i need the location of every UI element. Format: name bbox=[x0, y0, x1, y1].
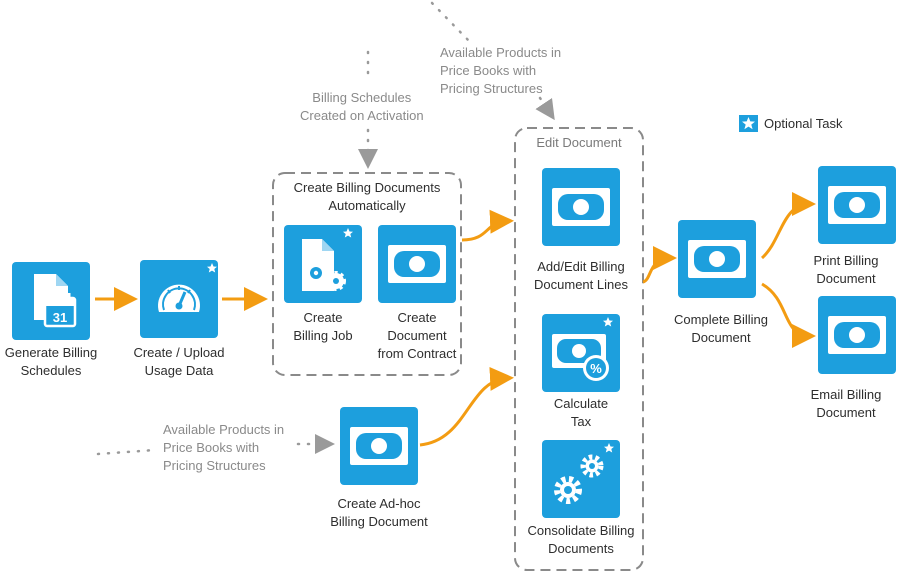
create-adhoc-label: Create Ad-hoc Billing Document bbox=[309, 495, 449, 531]
optional-star-icon bbox=[207, 263, 217, 273]
dotted-top-to-edit-lower bbox=[535, 96, 555, 121]
svg-text:%: % bbox=[590, 361, 602, 376]
calendar-document-icon: 31 bbox=[34, 274, 77, 328]
legend-label: Optional Task bbox=[764, 116, 843, 131]
svg-text:31: 31 bbox=[53, 310, 67, 325]
create-adhoc-line2: Billing Document bbox=[330, 514, 428, 529]
optional-star-icon bbox=[343, 228, 353, 238]
group-auto-title: Create Billing Documents Automatically bbox=[279, 179, 455, 215]
calculate-tax-label: Calculate Tax bbox=[516, 395, 646, 431]
add-edit-lines-label: Add/Edit Billing Document Lines bbox=[516, 258, 646, 294]
create-billing-job-tile[interactable] bbox=[284, 225, 362, 303]
note-bottom-line2: Price Books with bbox=[163, 440, 260, 455]
money-bill-icon bbox=[828, 316, 886, 354]
note-top-line3: Pricing Structures bbox=[440, 81, 543, 96]
gears-icon bbox=[554, 443, 614, 504]
create-adhoc-line1: Create Ad-hoc bbox=[337, 496, 421, 511]
money-bill-icon bbox=[552, 188, 610, 226]
legend-star-icon bbox=[739, 115, 758, 132]
complete-line2: Document bbox=[691, 330, 751, 345]
consolidate-tile[interactable] bbox=[542, 440, 620, 518]
note-top-line1: Available Products in bbox=[440, 45, 562, 60]
add-edit-lines-line2: Document Lines bbox=[534, 277, 628, 292]
money-bill-icon bbox=[828, 186, 886, 224]
note-bottom-products: Available Products in Price Books with P… bbox=[163, 421, 284, 475]
generate-schedules-line1: Generate Billing bbox=[4, 345, 98, 360]
note-schedules-line1: Billing Schedules bbox=[312, 90, 412, 105]
consolidate-label: Consolidate Billing Documents bbox=[511, 522, 651, 558]
note-schedules-line2: Created on Activation bbox=[300, 108, 424, 123]
email-line1: Email Billing bbox=[810, 387, 882, 402]
note-top-line2: Price Books with bbox=[440, 63, 537, 78]
print-tile[interactable] bbox=[818, 166, 896, 244]
money-bill-icon bbox=[688, 240, 746, 278]
calculate-tax-line1: Calculate bbox=[553, 396, 609, 411]
upload-usage-tile[interactable] bbox=[140, 260, 218, 338]
arrow-adhoc-to-edit bbox=[419, 366, 514, 447]
print-label: Print Billing Document bbox=[796, 252, 896, 288]
group-auto-title-line1: Create Billing Documents bbox=[293, 180, 441, 195]
upload-usage-line2: Usage Data bbox=[144, 363, 214, 378]
generate-schedules-tile[interactable]: 31 bbox=[12, 262, 90, 340]
email-line2: Document bbox=[816, 405, 876, 420]
calculate-tax-line2: Tax bbox=[570, 414, 592, 429]
group-edit-title: Edit Document bbox=[536, 135, 622, 150]
calculate-tax-tile[interactable]: % bbox=[542, 314, 620, 392]
document-gears-icon bbox=[302, 228, 353, 291]
create-billing-job-line1: Create bbox=[303, 310, 343, 325]
group-edit-box bbox=[514, 127, 644, 571]
upload-usage-line1: Create / Upload bbox=[133, 345, 225, 360]
optional-star-icon bbox=[603, 317, 613, 327]
create-billing-job-line2: Billing Job bbox=[293, 328, 353, 343]
arrow-edit-to-complete bbox=[642, 246, 677, 284]
add-edit-lines-tile[interactable] bbox=[542, 168, 620, 246]
create-from-contract-label: Create Document from Contract bbox=[357, 309, 477, 363]
arrow-complete-to-print bbox=[760, 192, 816, 260]
upload-usage-label: Create / Upload Usage Data bbox=[119, 344, 239, 380]
complete-label: Complete Billing Document bbox=[656, 311, 786, 347]
dotted-left-to-adhoc bbox=[96, 448, 157, 456]
create-from-contract-tile[interactable] bbox=[378, 225, 456, 303]
group-auto-box bbox=[272, 172, 462, 376]
consolidate-line2: Documents bbox=[548, 541, 614, 556]
create-billing-job-label: Create Billing Job bbox=[263, 309, 383, 345]
consolidate-line1: Consolidate Billing bbox=[527, 523, 635, 538]
arrow-complete-to-email bbox=[761, 282, 816, 348]
email-tile[interactable] bbox=[818, 296, 896, 374]
generate-schedules-label: Generate Billing Schedules bbox=[0, 344, 111, 380]
optional-star-icon bbox=[604, 443, 614, 453]
note-billing-schedules: Billing Schedules Created on Activation bbox=[300, 89, 424, 125]
group-auto-title-line2: Automatically bbox=[328, 198, 406, 213]
create-from-contract-line3: from Contract bbox=[377, 346, 457, 361]
create-from-contract-line2: Document bbox=[387, 328, 447, 343]
money-percent-icon: % bbox=[552, 317, 613, 381]
create-from-contract-line1: Create bbox=[397, 310, 437, 325]
complete-tile[interactable] bbox=[678, 220, 756, 298]
money-bill-icon bbox=[388, 245, 446, 283]
print-line2: Document bbox=[816, 271, 876, 286]
generate-schedules-line2: Schedules bbox=[20, 363, 82, 378]
dotted-top-to-edit bbox=[430, 1, 472, 44]
arrow-auto-to-edit bbox=[461, 209, 514, 242]
money-bill-icon bbox=[350, 427, 408, 465]
add-edit-lines-line1: Add/Edit Billing bbox=[537, 259, 625, 274]
create-adhoc-tile[interactable] bbox=[340, 407, 418, 485]
complete-line1: Complete Billing bbox=[674, 312, 768, 327]
note-bottom-line1: Available Products in bbox=[163, 422, 285, 437]
print-line1: Print Billing bbox=[813, 253, 879, 268]
note-top-products: Available Products in Price Books with P… bbox=[440, 44, 561, 98]
note-bottom-line3: Pricing Structures bbox=[163, 458, 266, 473]
gauge-icon bbox=[158, 263, 217, 312]
email-label: Email Billing Document bbox=[796, 386, 896, 422]
